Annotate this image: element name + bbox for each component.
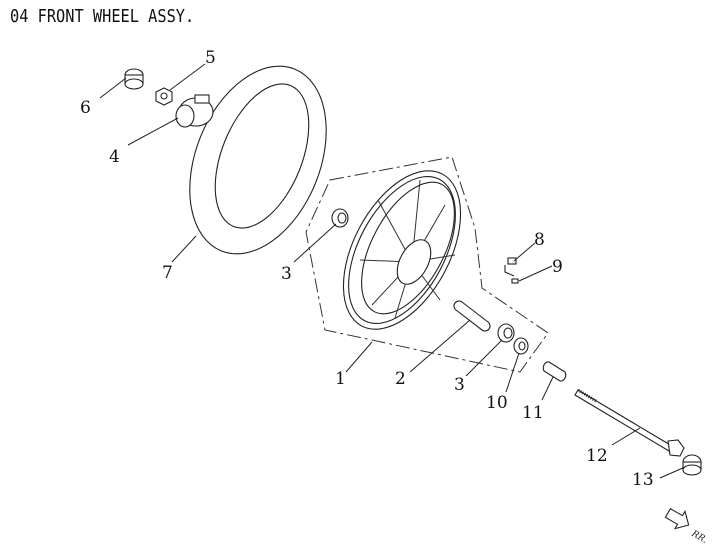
direction-label: RR.	[689, 529, 709, 545]
callout-5: 5	[205, 48, 216, 68]
part-collar	[124, 68, 144, 90]
part-nut	[155, 87, 173, 106]
part-spacer	[453, 300, 491, 332]
wheel-assembly-outline	[305, 156, 549, 373]
part-washer	[513, 337, 529, 355]
direction-arrow-icon	[664, 507, 690, 530]
callout-11: 11	[522, 403, 544, 423]
callout-1: 1	[335, 369, 346, 389]
callout-6: 6	[80, 98, 91, 118]
callout-9: 9	[552, 257, 563, 277]
callout-12: 12	[586, 446, 608, 466]
diagram-title: 04 FRONT WHEEL ASSY.	[10, 6, 195, 27]
part-bearing-left	[331, 208, 349, 228]
part-bearing-right	[497, 323, 515, 343]
callout-3-left: 3	[281, 264, 292, 284]
callout-4: 4	[109, 147, 120, 167]
part-speedometer-gear	[175, 94, 214, 128]
part-valve-cap	[511, 278, 519, 284]
leader-lines	[99, 63, 686, 479]
callout-13: 13	[632, 470, 654, 490]
callout-8: 8	[534, 230, 545, 250]
part-wheel-rim	[342, 170, 462, 330]
callout-3-right: 3	[454, 375, 465, 395]
part-axle	[574, 388, 685, 457]
callout-7: 7	[162, 263, 173, 283]
part-valve	[504, 257, 517, 277]
part-axle-nut	[682, 454, 702, 476]
part-side-collar	[542, 361, 567, 382]
callout-10: 10	[486, 393, 508, 413]
callout-2: 2	[395, 369, 406, 389]
part-tire	[189, 65, 327, 255]
